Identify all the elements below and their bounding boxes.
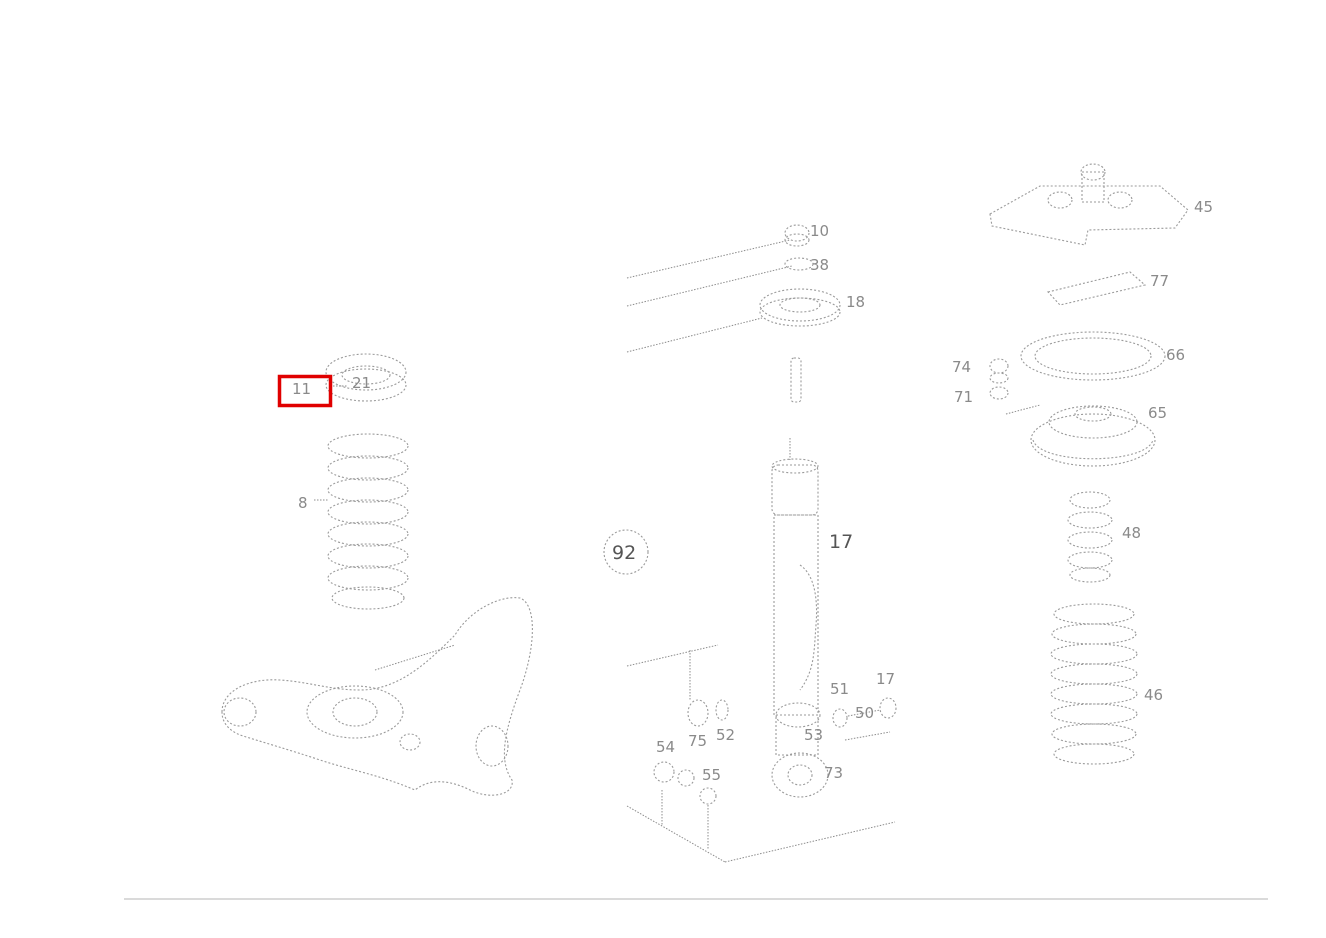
label-21[interactable]: 21 — [352, 374, 371, 392]
label-75[interactable]: 75 — [688, 732, 707, 750]
cap-part[interactable] — [603, 529, 649, 575]
label-38[interactable]: 38 — [810, 256, 829, 274]
gasket-part[interactable] — [1046, 271, 1147, 306]
upper-seat-part[interactable] — [1020, 331, 1166, 381]
label-10[interactable]: 10 — [810, 222, 829, 240]
label-11[interactable]: 11 — [292, 380, 311, 398]
label-74[interactable]: 74 — [952, 358, 971, 376]
bolt-part[interactable] — [653, 697, 897, 805]
label-18[interactable]: 18 — [846, 293, 865, 311]
label-71[interactable]: 71 — [954, 388, 973, 406]
bump-stop-right-part[interactable] — [1067, 491, 1113, 583]
label-46[interactable]: 46 — [1144, 686, 1163, 704]
label-54[interactable]: 54 — [656, 738, 675, 756]
label-17[interactable]: 17 — [829, 531, 853, 553]
dust-boot-part[interactable] — [1050, 603, 1138, 765]
label-53[interactable]: 53 — [804, 726, 823, 744]
spring-pad-part[interactable] — [325, 353, 407, 402]
spring-mount-part[interactable] — [1030, 405, 1156, 467]
coil-spring-part[interactable] — [314, 433, 409, 610]
label-92[interactable]: 92 — [612, 542, 636, 564]
label-51[interactable]: 51 — [830, 680, 849, 698]
mount-plate-part[interactable] — [989, 163, 1189, 246]
label-8[interactable]: 8 — [298, 494, 308, 512]
label-65[interactable]: 65 — [1148, 404, 1167, 422]
label-77[interactable]: 77 — [1150, 272, 1169, 290]
label-17-lower[interactable]: 17 — [876, 670, 895, 688]
label-73[interactable]: 73 — [824, 764, 843, 782]
highlight-box — [277, 374, 333, 408]
small-nut-part[interactable] — [989, 358, 1041, 415]
label-45[interactable]: 45 — [1194, 198, 1213, 216]
label-50[interactable]: 50 — [855, 704, 874, 722]
label-55[interactable]: 55 — [702, 766, 721, 784]
label-48[interactable]: 48 — [1122, 524, 1141, 542]
label-66[interactable]: 66 — [1166, 346, 1185, 364]
label-52[interactable]: 52 — [716, 726, 735, 744]
top-nut-part[interactable] — [784, 224, 810, 247]
washer-part[interactable] — [784, 257, 814, 271]
strut-leaders — [626, 239, 896, 863]
bump-stop-part[interactable] — [790, 357, 802, 403]
shock-absorber-part[interactable] — [771, 458, 829, 798]
control-arm-part[interactable] — [221, 597, 533, 796]
strut-bearing-part[interactable] — [759, 288, 841, 327]
